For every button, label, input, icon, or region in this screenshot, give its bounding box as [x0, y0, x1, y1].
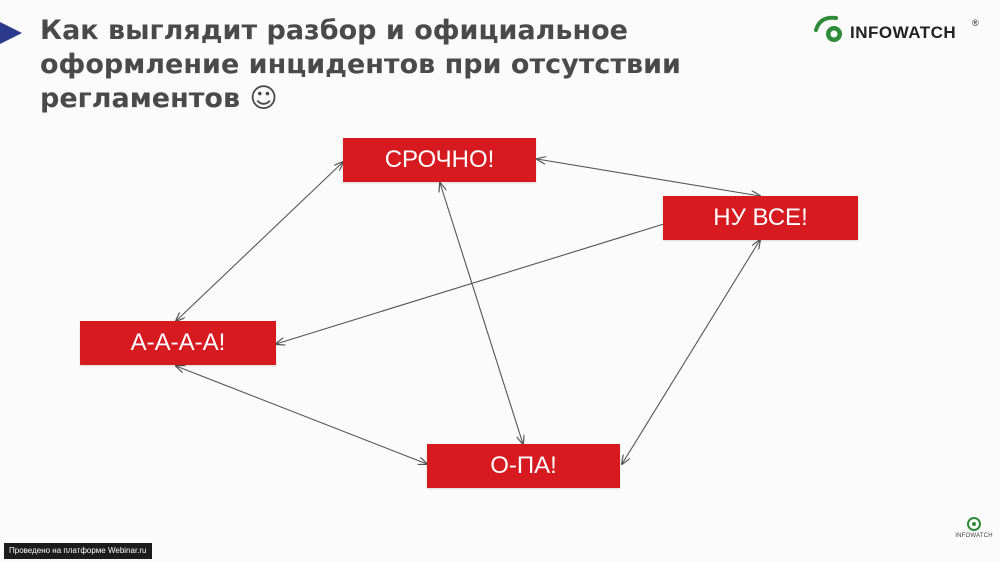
- box-aaaa: А-А-А-А!: [80, 321, 276, 365]
- arrow-nu-vse-opa: [622, 240, 760, 464]
- infowatch-logo: INFOWATCH ®: [812, 12, 992, 48]
- logo-brand-text: INFOWATCH: [850, 23, 957, 42]
- infowatch-eye-icon: [814, 15, 842, 42]
- title-line-1: Как выглядит разбор и официальное: [40, 15, 628, 46]
- title-line-2: оформление инцидентов при отсутствии: [40, 49, 681, 80]
- arrow-srochno-aaaa: [176, 162, 343, 321]
- title-line-3: регламентов ☺: [40, 83, 278, 114]
- title-marker-icon: [0, 22, 22, 44]
- arrow-aaaa-opa: [176, 366, 427, 464]
- slide-title: Как выглядит разбор и официальное оформл…: [40, 14, 760, 116]
- arrow-aaaa-nu-vse: [276, 219, 680, 344]
- box-srochno: СРОЧНО!: [343, 138, 536, 182]
- arrow-srochno-nu-vse: [537, 159, 760, 196]
- small-logo-text: INFOWATCH: [955, 533, 993, 539]
- logo-registered-mark: ®: [972, 18, 979, 28]
- box-nu-vse: НУ ВСЕ!: [663, 196, 858, 240]
- small-infowatch-logo: INFOWATCH: [952, 515, 996, 549]
- box-opa: О-ПА!: [427, 444, 620, 488]
- arrow-srochno-opa: [440, 183, 523, 444]
- platform-badge[interactable]: Проведено на платформе Webinar.ru: [4, 543, 152, 559]
- small-logo-mark-icon: [967, 517, 981, 531]
